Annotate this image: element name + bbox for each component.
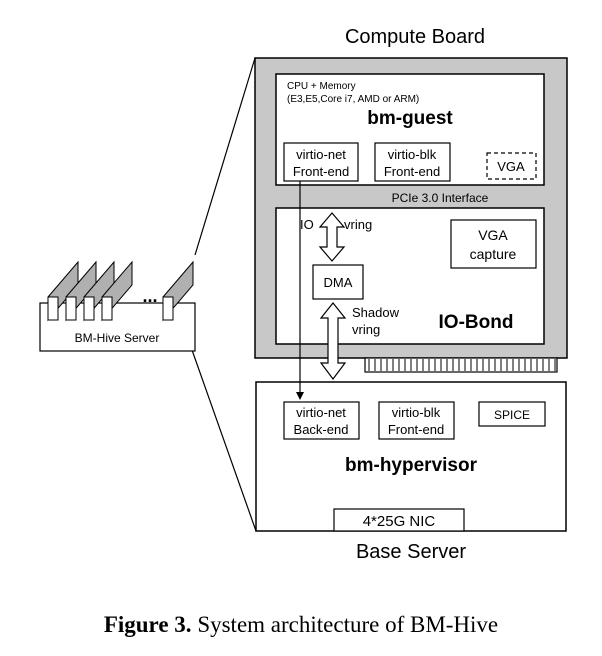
rack-label: BM-Hive Server <box>75 331 160 345</box>
spice-label: SPICE <box>494 408 530 422</box>
guest-virtio-blk-line1: virtio-blk <box>388 147 437 162</box>
dma-box: DMA <box>312 264 364 300</box>
vga-capture-box: VGA capture <box>450 219 537 269</box>
guest-vga-label: VGA <box>497 159 525 174</box>
guest-virtio-blk-box: virtio-blk Front-end <box>374 142 451 182</box>
io-vring-double-arrow <box>318 212 346 262</box>
nic-box: 4*25G NIC <box>333 508 465 532</box>
pcie-interface-label: PCIe 3.0 Interface <box>392 191 489 205</box>
host-virtio-blk-box: virtio-blk Front-end <box>378 401 455 440</box>
server-blade <box>83 260 115 322</box>
bm-hive-server-rack: ... BM-Hive Server <box>39 260 196 352</box>
vring-label: vring <box>344 217 372 232</box>
architecture-diagram: Compute Board CPU + Memory (E3,E5,Core i… <box>39 26 568 563</box>
guest-virtio-blk-line2: Front-end <box>384 164 440 179</box>
figure-caption-text: System architecture of BM-Hive <box>191 612 499 637</box>
vga-capture-line1: VGA <box>478 227 508 243</box>
figure-caption: Figure 3. System architecture of BM-Hive <box>0 612 602 638</box>
nic-label: 4*25G NIC <box>363 513 436 530</box>
dma-label: DMA <box>324 275 353 290</box>
figure-number: Figure 3. <box>103 612 192 637</box>
pcie-connector <box>364 357 558 373</box>
guest-virtio-net-box: virtio-net Front-end <box>283 142 359 182</box>
shadow-vring-double-arrow <box>319 302 347 380</box>
vga-capture-line2: capture <box>470 246 517 262</box>
server-blade <box>162 260 194 322</box>
cpu-memory-label: CPU + Memory <box>287 81 356 92</box>
rack-ellipsis: ... <box>142 286 157 306</box>
cpu-types-label: (E3,E5,Core i7, AMD or ARM) <box>287 94 419 105</box>
host-virtio-blk-line2: Front-end <box>388 422 444 437</box>
server-blade <box>101 260 133 322</box>
host-virtio-blk-line1: virtio-blk <box>392 405 441 420</box>
host-virtio-net-box: virtio-net Back-end <box>283 401 360 440</box>
base-server-title: Base Server <box>356 541 466 563</box>
guest-virtio-net-line1: virtio-net <box>296 147 346 162</box>
shadow-vring-line2: vring <box>352 322 380 337</box>
zoom-line-bottom <box>191 349 257 532</box>
bm-guest-title: bm-guest <box>367 108 453 129</box>
io-label: IO <box>300 217 314 232</box>
host-virtio-net-line1: virtio-net <box>296 405 346 420</box>
zoom-line-top <box>194 57 256 256</box>
compute-board-title: Compute Board <box>345 26 485 48</box>
guest-virtio-net-line2: Front-end <box>293 164 349 179</box>
bm-hypervisor-title: bm-hypervisor <box>345 455 478 476</box>
spice-box: SPICE <box>478 401 546 427</box>
io-bond-title: IO-Bond <box>439 312 514 333</box>
shadow-vring-line1: Shadow <box>352 305 400 320</box>
host-virtio-net-line2: Back-end <box>294 422 349 437</box>
guest-vga-box: VGA <box>486 152 537 180</box>
